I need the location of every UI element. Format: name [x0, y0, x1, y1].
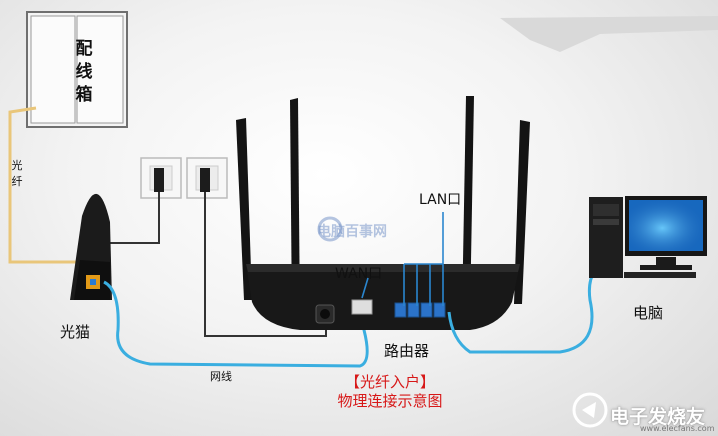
ethernet-cable-modem-router — [103, 280, 369, 368]
cabinet-label: 配线箱 — [75, 39, 93, 105]
wan-port — [351, 299, 373, 315]
decorative-stroke — [500, 16, 718, 52]
wan-port-label: WAN口 — [335, 266, 383, 282]
router — [236, 96, 530, 330]
diagram-caption: 【光纤入户】 物理连接示意图 — [315, 374, 465, 411]
caption-line-1: 【光纤入户】 — [344, 373, 435, 391]
computer-label: 电脑 — [633, 304, 664, 322]
router-label: 路由器 — [384, 342, 430, 360]
fiber-label: 光 纤 — [11, 159, 23, 188]
modem-label: 光猫 — [60, 323, 91, 341]
fiber-cable — [8, 106, 98, 264]
computer — [589, 196, 707, 278]
wall-outlet-left — [140, 157, 182, 199]
brand-watermark: 电子发烧友 — [610, 406, 706, 428]
lan-port-4 — [433, 302, 446, 318]
lan-port-label: LAN口 — [419, 192, 462, 208]
keyboard — [624, 272, 696, 278]
brand-url: www.elecfans.com — [640, 424, 715, 433]
ethernet-cable-label: 网线 — [210, 370, 232, 383]
lan-port-2 — [407, 302, 420, 318]
elecfans-logo-icon — [572, 392, 608, 428]
watermark-text: 电脑百事网 — [317, 224, 387, 240]
lan-port-3 — [420, 302, 433, 318]
antenna-4 — [514, 120, 530, 304]
wan-pointer — [361, 277, 369, 299]
antenna-1 — [236, 118, 252, 300]
optical-modem — [70, 193, 112, 300]
wall-outlet-right — [186, 157, 228, 199]
lan-bracket — [403, 212, 444, 306]
modem-power-cord — [108, 192, 160, 244]
caption-line-2: 物理连接示意图 — [337, 392, 443, 410]
watermark-logo-icon — [317, 216, 343, 242]
distribution-cabinet — [26, 11, 128, 128]
lan-port-1 — [394, 302, 407, 318]
antenna-3 — [462, 96, 474, 316]
